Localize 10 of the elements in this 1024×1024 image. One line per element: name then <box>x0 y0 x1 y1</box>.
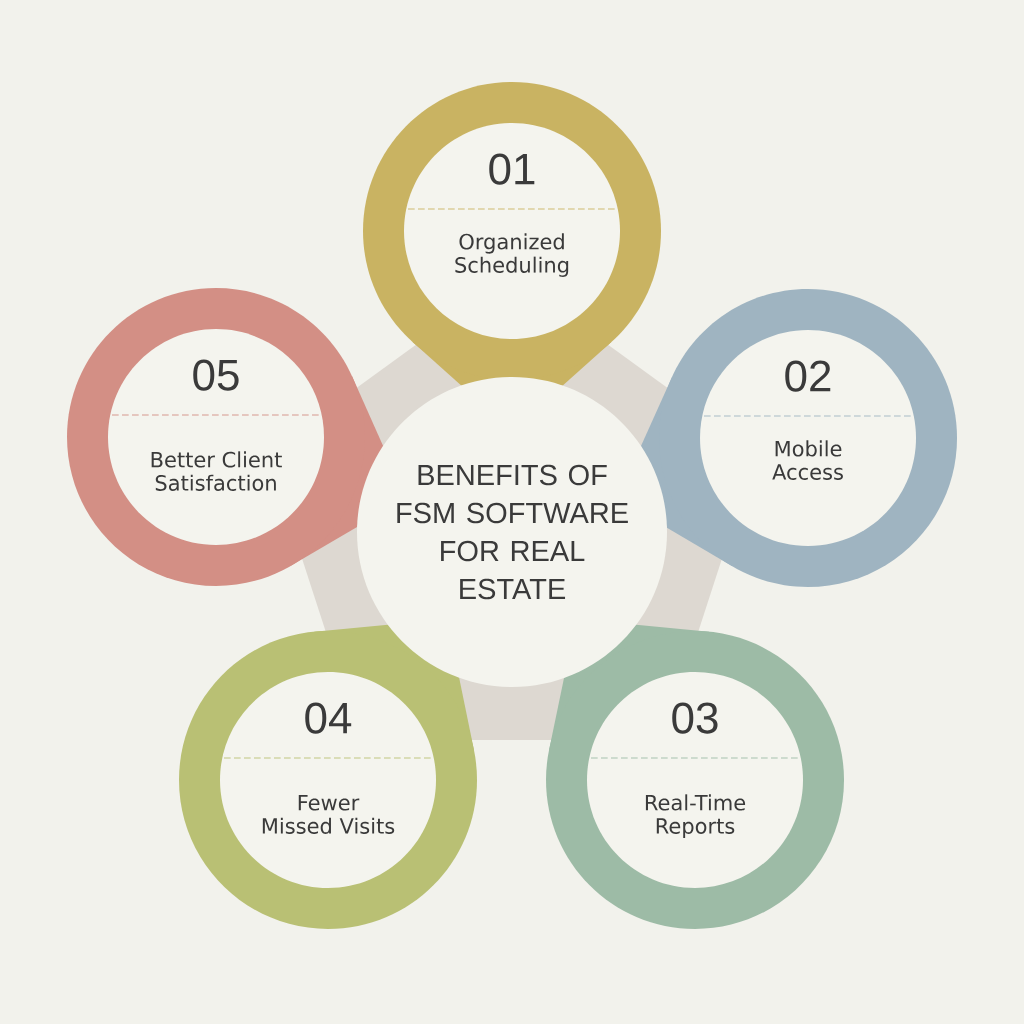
benefit-label: Real-Time Reports <box>645 794 746 838</box>
benefit-label: Organized Scheduling <box>455 233 569 277</box>
step-number: 04 <box>305 702 352 734</box>
step-number: 02 <box>785 360 831 392</box>
step-number: 01 <box>489 153 535 185</box>
step-number: 03 <box>672 702 718 734</box>
benefit-label: Fewer Missed Visits <box>262 794 395 834</box>
benefit-label: Better Client Satisfaction <box>151 451 282 491</box>
benefit-label: Mobile Access <box>772 440 843 480</box>
step-number: 05 <box>193 359 239 391</box>
